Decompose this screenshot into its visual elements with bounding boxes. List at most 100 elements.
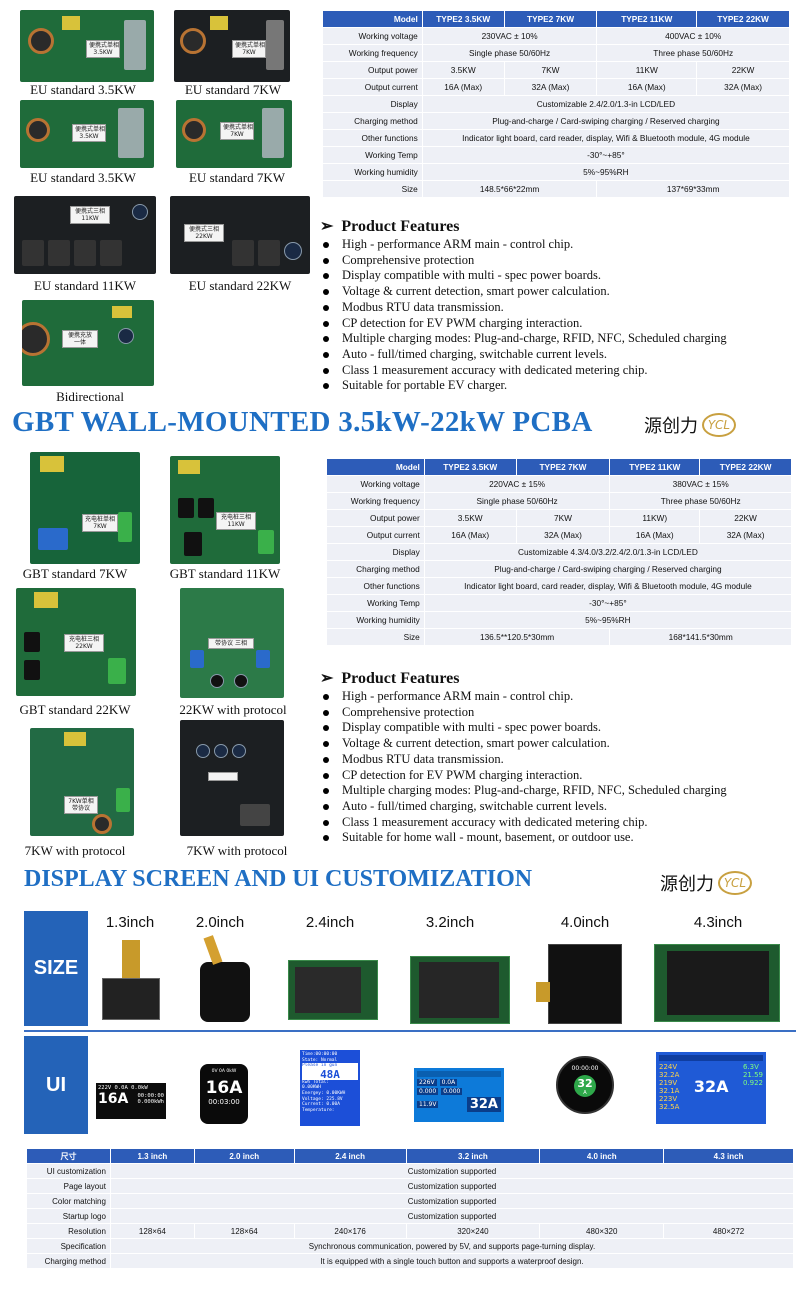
list-item: Multiple charging modes: Plug-and-charge… <box>320 783 790 799</box>
col-header: 2.4 inch <box>293 1148 407 1164</box>
eu-board-35kw-a: 便携式单相 3.5KW <box>20 10 154 82</box>
ui43-r1: 6.3V <box>742 1063 759 1071</box>
arrow-icon: ➢ <box>320 218 334 235</box>
ui24-energy: Energey: 0.00KWH <box>302 1090 346 1096</box>
ui24-current: 48A <box>302 1068 358 1080</box>
cell: 22KW <box>696 61 790 79</box>
row-label: Display <box>322 95 423 113</box>
row-label: Other functions <box>322 129 423 147</box>
product-features-eu: ➢ Product Features High - performance AR… <box>320 216 790 394</box>
list-item: Class 1 measurement accuracy with dedica… <box>320 363 790 379</box>
logo-text: 源创力 <box>660 874 714 895</box>
ui24-time: Time:00:00:00 <box>302 1052 338 1057</box>
cell: 7KW <box>515 509 611 527</box>
eu-board-35kw-b: 便携式单相 3.5KW <box>20 100 154 168</box>
screen-40inch <box>548 944 622 1024</box>
eu-board-22kw: 便携式三相 22KW <box>170 196 310 274</box>
ui24-current-line: Current: 0.00A <box>302 1102 340 1108</box>
board-label: 便携式单相 3.5KW <box>86 40 120 58</box>
screen-20-flex <box>203 935 223 965</box>
product-features-gbt: ➢ Product Features High - performance AR… <box>320 668 790 846</box>
row-label: Resolution <box>26 1223 111 1239</box>
ui13-line1: 222V 0.0A 0.0kW <box>98 1085 148 1091</box>
ui24-kwh-value: 0.00KWH <box>302 1085 321 1091</box>
board-label: 充电桩三相 22KW <box>64 634 104 652</box>
cell: 320×240 <box>405 1223 541 1239</box>
gbt-board-7kw-protocol-b <box>180 720 284 836</box>
screen-43inch <box>654 944 780 1022</box>
row-label: Other functions <box>326 577 425 595</box>
list-item: CP detection for EV PWM charging interac… <box>320 768 790 784</box>
row-label: Charging method <box>322 112 423 130</box>
list-item: Suitable for portable EV charger. <box>320 378 790 394</box>
ui13-energy: 0.000kWh <box>137 1099 165 1105</box>
col-header: TYPE2 22KW <box>699 458 792 476</box>
cell: 380VAC ± 15% <box>609 475 792 493</box>
size-label-20: 2.0inch <box>195 914 245 931</box>
col-header: TYPE2 3.5KW <box>423 458 517 476</box>
cell: 32A (Max) <box>503 78 598 96</box>
list-item: Auto - full/timed charging, switchable c… <box>320 347 790 363</box>
features-title-text: Product Features <box>341 218 460 235</box>
display-spec-table: 尺寸 1.3 inch 2.0 inch 2.4 inch 3.2 inch 4… <box>26 1148 795 1269</box>
board-label: 充电桩单相 7KW <box>82 514 118 532</box>
cell: 168*141.5*30mm <box>609 628 792 646</box>
ui24-temp: Temperature: <box>302 1107 335 1113</box>
logo-mark-icon: YCL <box>718 871 752 895</box>
table-header-row: Model TYPE2 3.5KW TYPE2 7KW TYPE2 11KW T… <box>322 10 790 28</box>
ui43-a1: 32.2A <box>659 1071 680 1079</box>
col-model: Model <box>322 10 423 28</box>
row-label: Working Temp <box>322 146 423 164</box>
list-item: Multiple charging modes: Plug-and-charge… <box>320 331 790 347</box>
ui-row-label: UI <box>24 1036 88 1134</box>
row-label: Specification <box>26 1238 111 1254</box>
ui-screen-24: Time:00:00:00 State: Normal Please in gu… <box>300 1050 360 1126</box>
row-label: Working frequency <box>326 492 425 510</box>
size-label-43: 4.3inch <box>693 914 743 931</box>
col-model: Model <box>326 458 425 476</box>
board-label <box>208 772 238 781</box>
ui43-v1: 224V <box>659 1063 678 1071</box>
spec-table-eu: Model TYPE2 3.5KW TYPE2 7KW TYPE2 11KW T… <box>322 10 791 198</box>
list-item: Comprehensive protection <box>320 705 790 721</box>
ui32-voltage: 226V <box>417 1079 437 1086</box>
ui40-time: 00:00:00 <box>571 1065 599 1072</box>
table-row: Working Temp-30°~+85° <box>322 146 791 164</box>
cell: 5%~95%RH <box>421 163 791 181</box>
list-item: Voltage & current detection, smart power… <box>320 284 790 300</box>
cell: 220VAC ± 15% <box>423 475 611 493</box>
cell: 240×176 <box>293 1223 407 1239</box>
col-header: 4.3 inch <box>663 1148 794 1164</box>
ui43-current: 32A <box>693 1077 729 1096</box>
cell: -30°~+85° <box>423 594 793 612</box>
gbt-board-7kw: 充电桩单相 7KW <box>30 452 140 564</box>
cell: 400VAC ± 10% <box>596 27 790 45</box>
cell: Indicator light board, card reader, disp… <box>423 577 793 595</box>
ui13-current: 16A <box>98 1091 129 1107</box>
row-label: Working humidity <box>326 611 425 629</box>
table-header-row: 尺寸 1.3 inch 2.0 inch 2.4 inch 3.2 inch 4… <box>26 1148 794 1164</box>
ui20-top: 0V 0A 0kW <box>211 1069 237 1074</box>
ui32-amps: 0.0A <box>439 1079 458 1086</box>
gbt-caption-5: 7KW with protocol <box>24 843 126 858</box>
cell: 32A (Max) <box>696 78 790 96</box>
list-item: Display compatible with multi - spec pow… <box>320 720 790 736</box>
cell: 136.5**120.5*30mm <box>423 628 611 646</box>
cell: 230VAC ± 10% <box>421 27 598 45</box>
eu-caption-5: EU standard 11KW <box>33 278 137 293</box>
cell: Indicator light board, card reader, disp… <box>421 129 791 147</box>
ui32-kwh: 0.000 <box>441 1088 463 1095</box>
